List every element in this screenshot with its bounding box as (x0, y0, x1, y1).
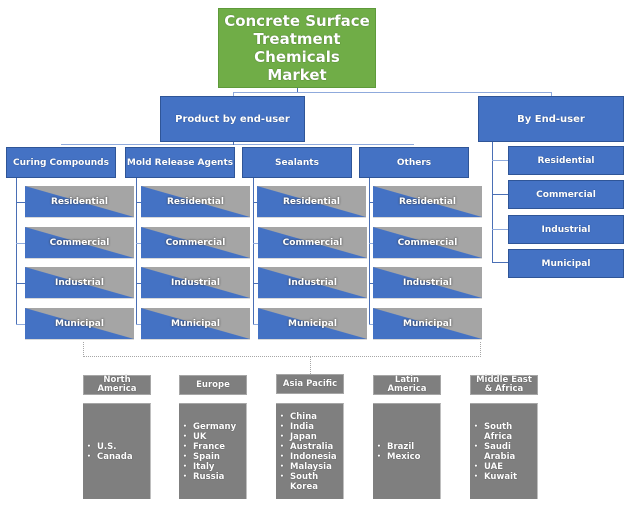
connector-enduser-drop (551, 92, 552, 96)
country: Australia (280, 442, 337, 452)
sealants-industrial: Industrial (258, 267, 367, 299)
mold-commercial: Commercial (141, 227, 250, 259)
end-user-industrial: Industrial (508, 215, 624, 244)
curing-industrial: Industrial (25, 267, 134, 299)
others-residential: Residential (373, 186, 482, 218)
end-user-commercial: Commercial (508, 180, 624, 209)
country: Japan (280, 432, 337, 442)
country: Canada (87, 452, 132, 462)
region-middle-east-africa-countries: South Africa Saudi Arabia UAE Kuwait (470, 403, 538, 499)
region-north-america-countries: U.S.Canada (83, 403, 151, 499)
country: U.S. (87, 442, 133, 452)
mold-residential: Residential (141, 186, 250, 218)
country: Malaysia (280, 462, 337, 472)
region-middle-east-africa: Middle East & Africa (470, 375, 538, 395)
category-mold-release-agents: Mold Release Agents (125, 147, 235, 178)
region-north-america: North America (83, 375, 151, 395)
country: Germany (183, 422, 236, 432)
curing-municipal: Municipal (25, 308, 134, 340)
connector-others (369, 178, 370, 324)
connector-sealants (253, 178, 254, 324)
region-asia-pacific-countries: China India Japan Australia Indonesia Ma… (276, 403, 344, 499)
connector-categories (61, 144, 414, 145)
country: China (280, 412, 337, 422)
market-title-node: Concrete Surface Treatment Chemicals Mar… (218, 8, 376, 88)
mold-industrial: Industrial (141, 267, 250, 299)
country: Saudi Arabia (474, 442, 534, 462)
country: Indonesia (280, 452, 337, 462)
end-user-residential: Residential (508, 146, 624, 175)
regions-bracket (83, 342, 481, 357)
country: Russia (183, 472, 236, 482)
country: Spain (183, 452, 236, 462)
connector-root-stem (297, 88, 298, 92)
country: Italy (183, 462, 236, 472)
connector-product-stem (233, 141, 234, 145)
regions-bracket-stem (310, 356, 311, 374)
connector-root-branches (233, 92, 551, 93)
others-industrial: Industrial (373, 267, 482, 299)
curing-residential: Residential (25, 186, 134, 218)
connector-mold (136, 178, 137, 324)
sealants-residential: Residential (257, 186, 366, 218)
by-end-user-node: By End-user (478, 96, 624, 142)
region-latin-america: Latin America (373, 375, 441, 395)
connector-curing (16, 178, 17, 324)
end-user-municipal: Municipal (508, 249, 624, 278)
country: India (280, 422, 337, 432)
country: Brazil (377, 442, 421, 452)
country: Mexico (377, 452, 420, 462)
others-commercial: Commercial (373, 227, 482, 259)
connector-end-user (492, 142, 493, 262)
connector-product-drop (233, 92, 234, 96)
country: UK (183, 432, 236, 442)
mold-municipal: Municipal (141, 308, 250, 340)
country: South Korea (280, 472, 330, 492)
country: South Africa (474, 422, 534, 442)
sealants-municipal: Municipal (258, 308, 367, 340)
region-latin-america-countries: BrazilMexico (373, 403, 441, 499)
curing-commercial: Commercial (25, 227, 134, 259)
others-municipal: Municipal (373, 308, 482, 340)
region-europe-countries: Germany UK France Spain Italy Russia (179, 403, 247, 499)
category-sealants: Sealants (242, 147, 352, 178)
country: Kuwait (474, 472, 534, 482)
category-others: Others (359, 147, 469, 178)
region-asia-pacific: Asia Pacific (276, 374, 344, 394)
product-by-end-user-node: Product by end-user (160, 96, 305, 142)
category-curing-compounds: Curing Compounds (6, 147, 116, 178)
sealants-commercial: Commercial (258, 227, 367, 259)
country: France (183, 442, 236, 452)
region-europe: Europe (179, 375, 247, 395)
country: UAE (474, 462, 534, 472)
